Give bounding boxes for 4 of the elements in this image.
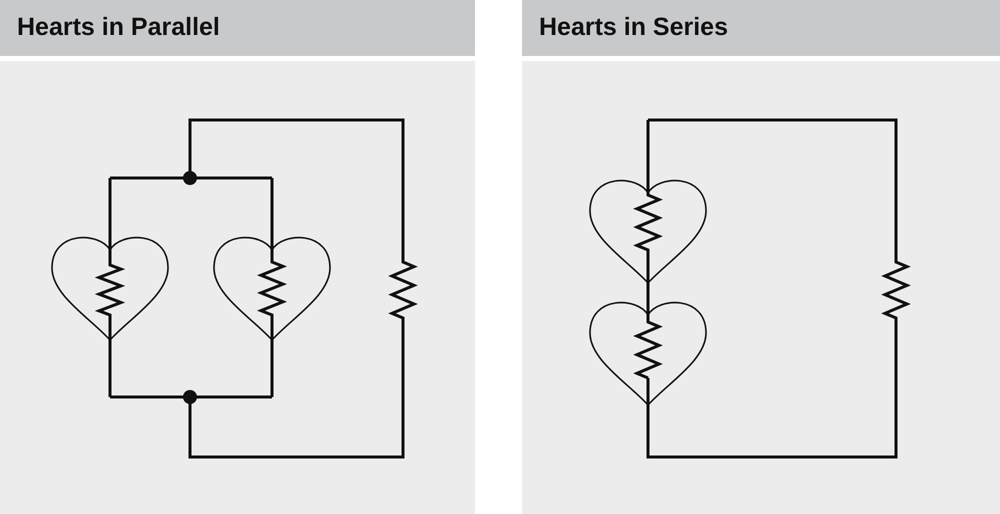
panel-heading: Hearts in Parallel <box>17 13 220 42</box>
panel-background <box>0 0 475 514</box>
panel-background <box>522 0 1000 514</box>
panel-heading: Hearts in Series <box>539 13 728 42</box>
